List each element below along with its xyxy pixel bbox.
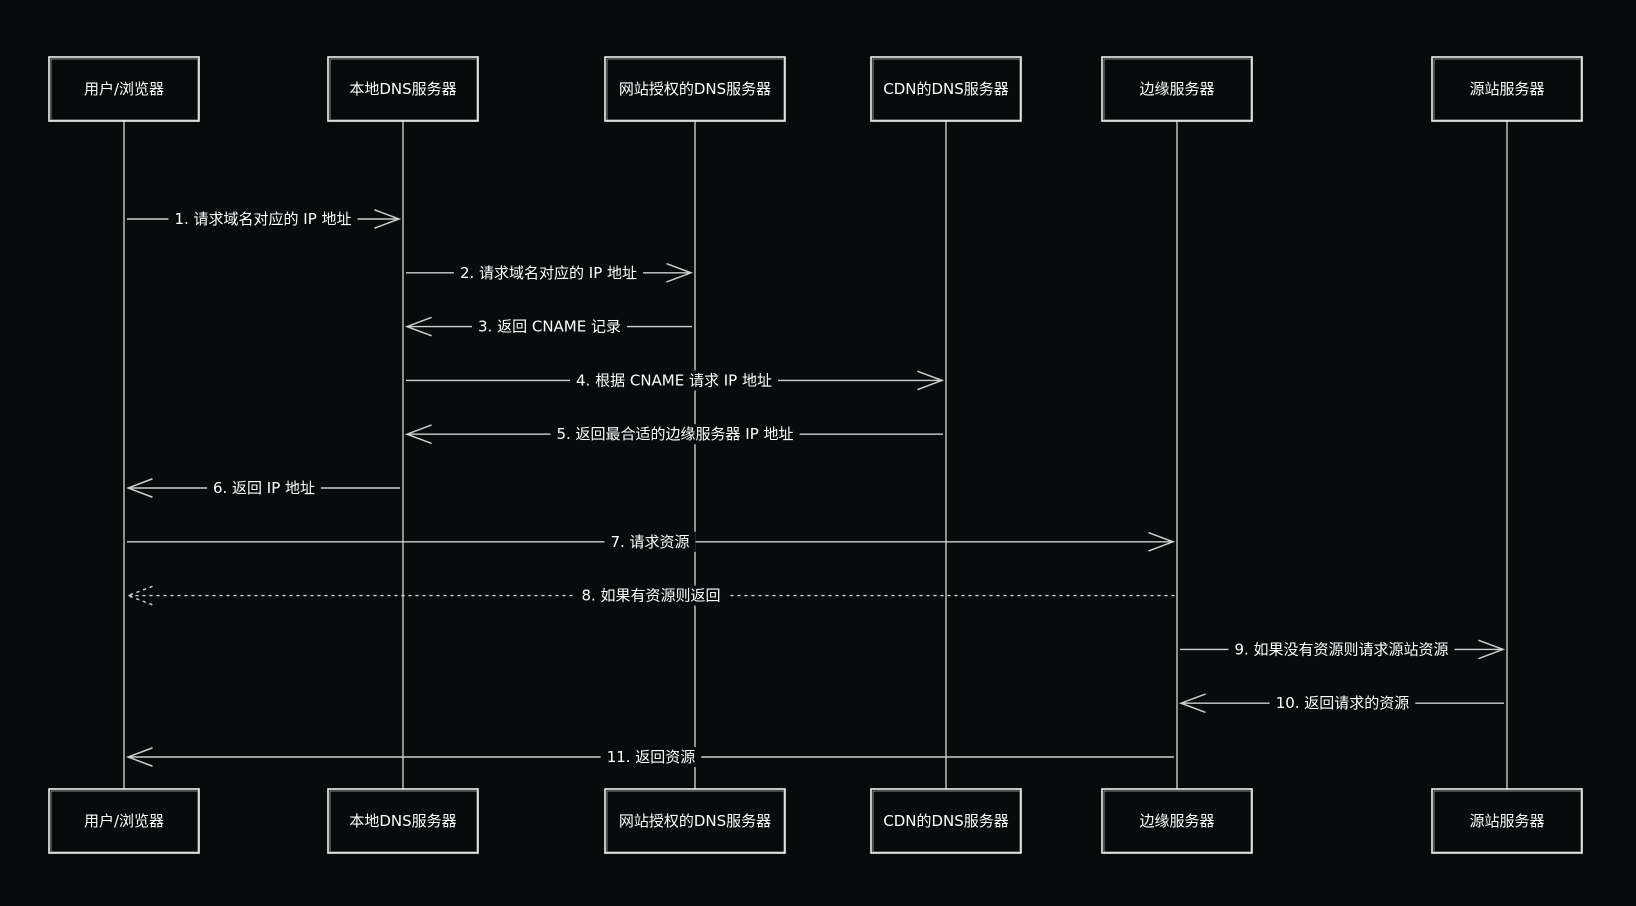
participant-sketch-line bbox=[329, 790, 478, 853]
participant-box-bottom: 源站服务器 bbox=[1431, 788, 1583, 854]
arrow-head bbox=[1148, 532, 1176, 552]
participant-label: 网站授权的DNS服务器 bbox=[619, 80, 771, 98]
arrow-head bbox=[125, 585, 153, 606]
participant-border bbox=[1101, 56, 1253, 122]
message-3: 3. 返回 CNAME 记录 bbox=[404, 316, 692, 337]
message-label: 5. 返回最合适的边缘服务器 IP 地址 bbox=[556, 425, 793, 443]
arrow-head bbox=[917, 370, 945, 391]
participant-box-bottom: CDN的DNS服务器 bbox=[870, 788, 1022, 854]
participant-box-top: CDN的DNS服务器 bbox=[870, 56, 1022, 122]
participant-sketch-line bbox=[50, 58, 199, 121]
message-label: 9. 如果没有资源则请求源站资源 bbox=[1234, 640, 1448, 658]
message-9: 9. 如果没有资源则请求源站资源 bbox=[1180, 639, 1506, 660]
lifelines bbox=[123, 121, 1508, 789]
participant-sketch-line bbox=[329, 58, 478, 121]
participant-label: 源站服务器 bbox=[1469, 812, 1544, 830]
message-label-background bbox=[453, 262, 644, 283]
message-4: 4. 根据 CNAME 请求 IP 地址 bbox=[406, 370, 945, 391]
messages: 1. 请求域名对应的 IP 地址 2. 请求域名对应的 IP 地址 3. 返回 CN… bbox=[125, 209, 1506, 767]
message-label-background bbox=[604, 531, 696, 552]
message-label: 4. 根据 CNAME 请求 IP 地址 bbox=[576, 371, 772, 389]
message-label-background bbox=[550, 424, 800, 445]
participants-top: 用户/浏览器 本地DNS服务器 网站授权的DNS服务器 CDN的DNS服务器 边缘服务器… bbox=[48, 56, 1583, 122]
participant-border bbox=[1431, 56, 1583, 122]
message-8: 8. 如果有资源则返回 bbox=[125, 585, 1175, 606]
participant-label: 用户/浏览器 bbox=[84, 812, 164, 830]
message-label: 3. 返回 CNAME 记录 bbox=[478, 318, 621, 336]
participant-box-top: 源站服务器 bbox=[1431, 56, 1583, 122]
participant-sketch-line bbox=[50, 790, 199, 853]
participant-label: 本地DNS服务器 bbox=[349, 812, 456, 830]
arrow-head bbox=[1178, 693, 1206, 713]
participant-border bbox=[327, 56, 479, 122]
message-11: 11. 返回资源 bbox=[125, 747, 1174, 767]
participant-border bbox=[1101, 788, 1253, 854]
participant-box-bottom: 边缘服务器 bbox=[1101, 788, 1253, 854]
message-label: 1. 请求域名对应的 IP 地址 bbox=[174, 210, 351, 228]
participant-sketch-line bbox=[1103, 790, 1252, 853]
arrow-head bbox=[125, 747, 153, 767]
participant-border bbox=[604, 56, 786, 122]
arrow-head bbox=[404, 424, 432, 444]
participant-label: 源站服务器 bbox=[1469, 80, 1544, 98]
message-label-background bbox=[206, 478, 322, 498]
participant-border bbox=[1431, 788, 1583, 854]
participant-box-top: 用户/浏览器 bbox=[48, 56, 200, 122]
participant-box-top: 边缘服务器 bbox=[1101, 56, 1253, 122]
message-6: 6. 返回 IP 地址 bbox=[125, 478, 400, 498]
arrow-head bbox=[404, 316, 432, 337]
message-label: 7. 请求资源 bbox=[610, 533, 689, 551]
message-10: 10. 返回请求的资源 bbox=[1178, 693, 1504, 714]
message-5: 5. 返回最合适的边缘服务器 IP 地址 bbox=[404, 424, 943, 445]
participant-border bbox=[327, 788, 479, 854]
message-2: 2. 请求域名对应的 IP 地址 bbox=[406, 262, 694, 283]
participant-box-bottom: 本地DNS服务器 bbox=[327, 788, 479, 854]
participant-sketch-line bbox=[1433, 58, 1582, 121]
participant-sketch-line bbox=[872, 790, 1021, 853]
participant-sketch-line bbox=[1433, 790, 1582, 853]
participant-box-bottom: 网站授权的DNS服务器 bbox=[604, 788, 786, 854]
message-label-background bbox=[570, 370, 778, 391]
arrow-head bbox=[374, 209, 402, 229]
message-label-background bbox=[600, 747, 702, 767]
arrow-head bbox=[666, 263, 694, 283]
participant-label: 网站授权的DNS服务器 bbox=[619, 812, 771, 830]
message-label: 11. 返回资源 bbox=[607, 748, 696, 766]
message-label-background bbox=[1228, 639, 1455, 660]
participant-box-top: 网站授权的DNS服务器 bbox=[604, 56, 786, 122]
participant-label: 边缘服务器 bbox=[1139, 80, 1214, 98]
message-7: 7. 请求资源 bbox=[127, 531, 1176, 552]
participant-border bbox=[604, 788, 786, 854]
message-label: 6. 返回 IP 地址 bbox=[213, 479, 315, 497]
message-label-background bbox=[1269, 693, 1416, 714]
message-label-background bbox=[472, 316, 627, 337]
participant-sketch-line bbox=[872, 58, 1021, 121]
participant-box-top: 本地DNS服务器 bbox=[327, 56, 479, 122]
participant-label: CDN的DNS服务器 bbox=[883, 80, 1009, 98]
arrow-head bbox=[1478, 639, 1506, 660]
participant-label: 本地DNS服务器 bbox=[349, 80, 456, 98]
participant-label: 用户/浏览器 bbox=[84, 80, 164, 98]
message-label: 2. 请求域名对应的 IP 地址 bbox=[460, 264, 637, 282]
message-label: 10. 返回请求的资源 bbox=[1276, 694, 1410, 712]
participant-border bbox=[870, 56, 1022, 122]
participant-border bbox=[48, 56, 200, 122]
participant-sketch-line bbox=[1103, 58, 1252, 121]
participant-border bbox=[870, 788, 1022, 854]
participant-sketch-line bbox=[606, 790, 785, 853]
participants-bottom: 用户/浏览器 本地DNS服务器 网站授权的DNS服务器 CDN的DNS服务器 边缘服务器… bbox=[48, 788, 1583, 854]
arrow-head bbox=[125, 478, 153, 498]
participant-sketch-line bbox=[606, 58, 785, 121]
message-label-background bbox=[575, 585, 727, 606]
message-label-background bbox=[168, 209, 358, 229]
participant-border bbox=[48, 788, 200, 854]
participant-label: 边缘服务器 bbox=[1139, 812, 1214, 830]
message-1: 1. 请求域名对应的 IP 地址 bbox=[127, 209, 402, 229]
message-label: 8. 如果有资源则返回 bbox=[581, 587, 720, 605]
participant-box-bottom: 用户/浏览器 bbox=[48, 788, 200, 854]
participant-label: CDN的DNS服务器 bbox=[883, 812, 1009, 830]
